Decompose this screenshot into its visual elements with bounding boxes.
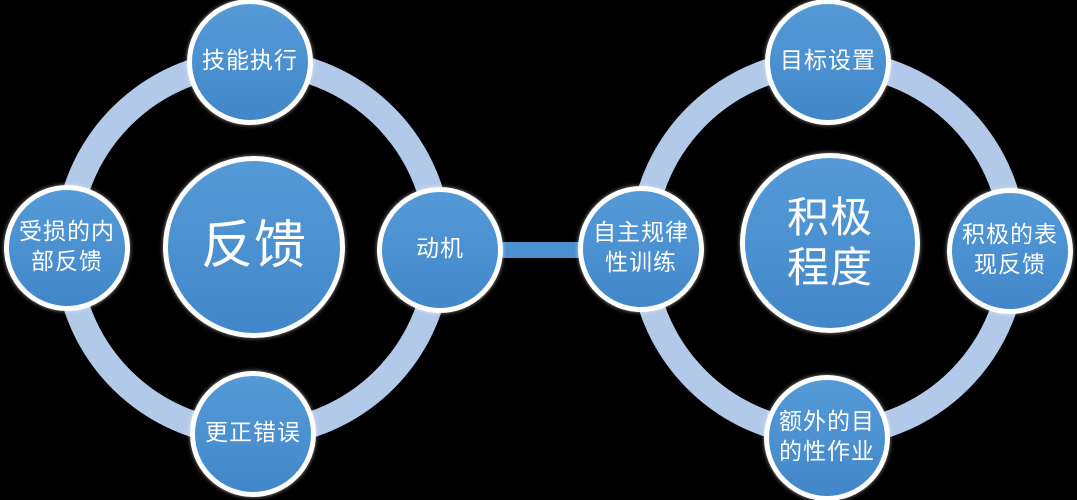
node-autonomous-regularity-training: 自主规律 性训练 [578, 186, 704, 312]
node-positive-performance-feedback: 积极的表 现反馈 [947, 188, 1073, 314]
node-correct-errors-label: 更正错误 [205, 420, 301, 447]
node-extra-purposeful-homework: 额外的目 的性作业 [764, 375, 890, 500]
node-impaired-internal-feedback: 受损的内 部反馈 [4, 185, 130, 311]
node-goal-setting-label: 目标设置 [780, 48, 876, 75]
hub-feedback-label: 反馈 [200, 216, 307, 277]
hub-feedback: 反馈 [163, 156, 345, 338]
node-skill-execution: 技能执行 [187, 0, 313, 125]
hub-positivity-level-label: 积极 程度 [786, 192, 873, 292]
node-correct-errors: 更正错误 [190, 371, 316, 497]
node-skill-execution-label: 技能执行 [202, 48, 298, 75]
hub-positivity-level: 积极 程度 [740, 153, 920, 333]
node-motivation-label: 动机 [416, 236, 464, 263]
node-extra-purposeful-homework-label: 额外的目 的性作业 [779, 409, 875, 465]
node-goal-setting: 目标设置 [765, 0, 891, 125]
node-autonomous-regularity-training-label: 自主规律 性训练 [593, 220, 689, 276]
node-impaired-internal-feedback-label: 受损的内 部反馈 [19, 219, 115, 275]
node-motivation: 动机 [377, 187, 503, 313]
node-positive-performance-feedback-label: 积极的表 现反馈 [962, 222, 1058, 278]
